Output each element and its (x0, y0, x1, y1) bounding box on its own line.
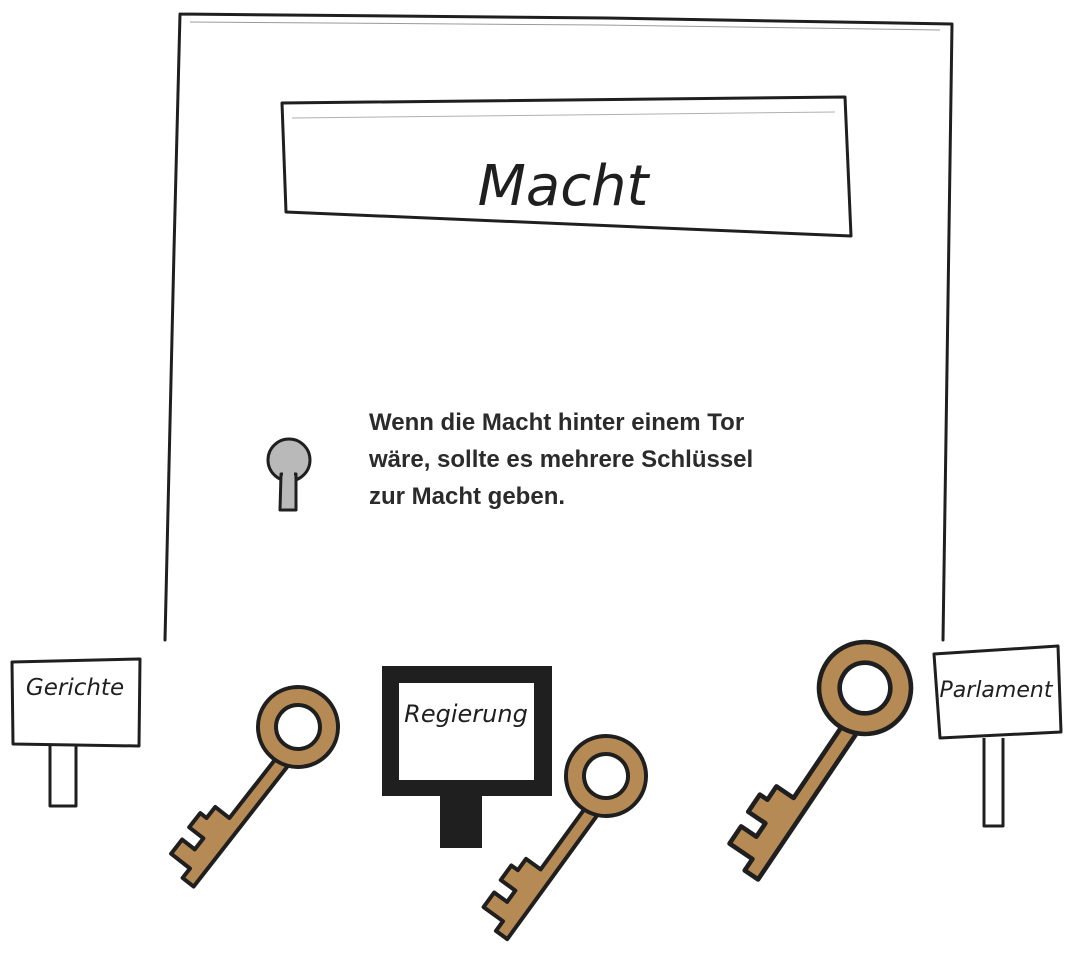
caption-line-1: Wenn die Macht hinter einem Tor (369, 404, 809, 441)
sign-gerichte-board (12, 659, 140, 746)
gate-title: Macht (478, 154, 651, 219)
key-icon (150, 671, 355, 901)
sign-gerichte: Gerichte (12, 659, 140, 806)
sign-regierung-panel (399, 683, 534, 780)
gate-title-plate: Macht (282, 97, 851, 236)
caption-line-2: wäre, sollte es mehrere Schlüssel (369, 441, 809, 478)
keyhole-icon (268, 439, 310, 510)
keyhole-mask (283, 470, 294, 478)
sign-regierung-label: Regierung (404, 700, 528, 728)
caption: Wenn die Macht hinter einem Tor wäre, so… (369, 404, 809, 515)
sign-parlament-post (984, 738, 1003, 826)
sign-regierung-post (440, 796, 482, 848)
sign-parlament-label: Parlament (940, 678, 1054, 703)
keyhole-slot (280, 474, 296, 510)
sign-parlament: Parlament (934, 646, 1061, 826)
key-icon (705, 624, 929, 895)
caption-line-3: zur Macht geben. (369, 478, 809, 515)
sign-gerichte-label: Gerichte (26, 675, 124, 701)
sign-gerichte-post (50, 746, 76, 806)
sign-regierung: Regierung (382, 666, 552, 848)
